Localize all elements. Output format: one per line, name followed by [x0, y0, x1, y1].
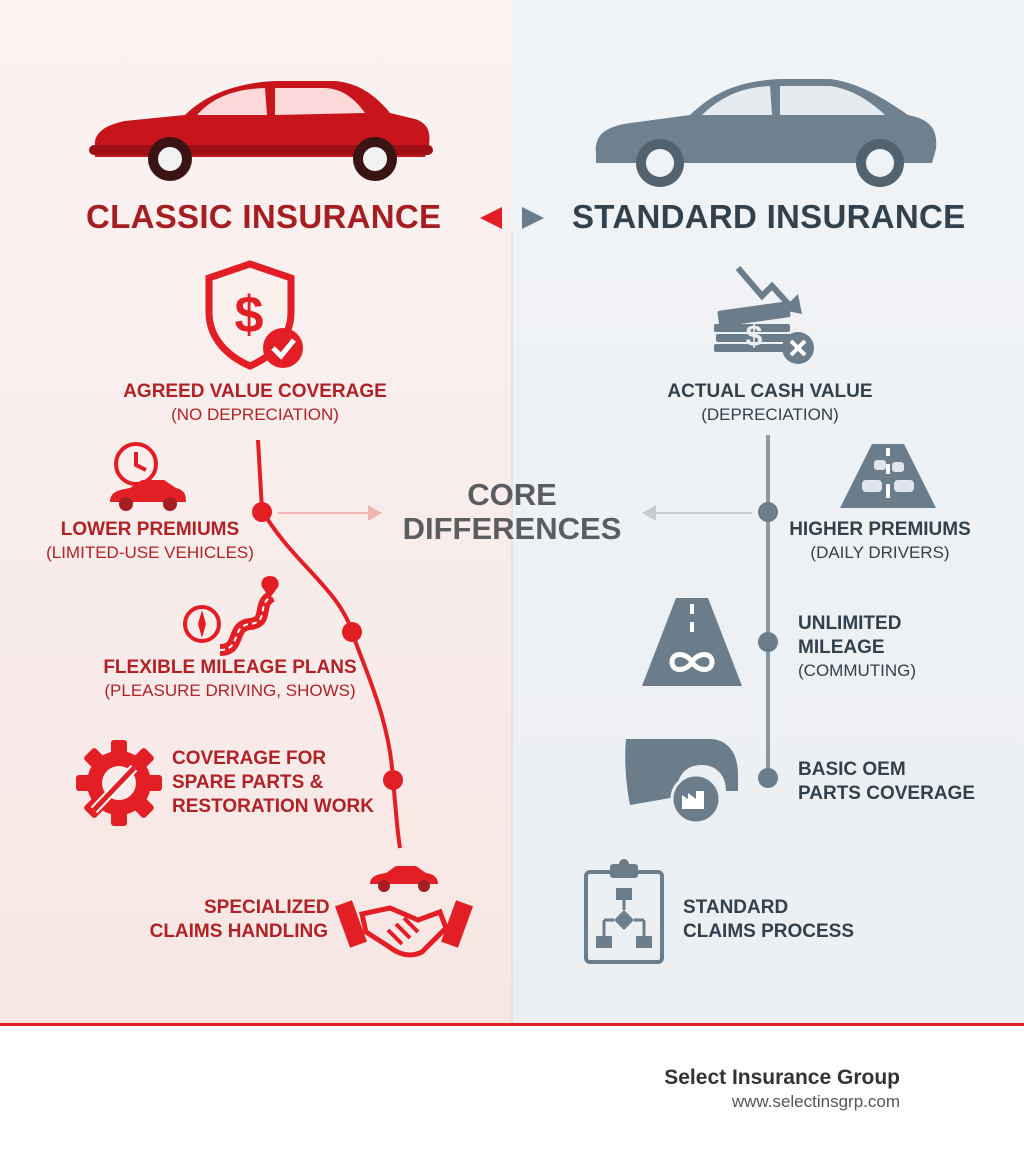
- classic-item2-sub: (LIMITED-USE VEHICLES): [46, 543, 254, 562]
- standard-item5-line1: STANDARD: [683, 897, 789, 918]
- infinity-road-icon: [642, 598, 742, 686]
- classic-node-3: [383, 770, 403, 790]
- standard-item3-line2: MILEAGE: [798, 637, 885, 658]
- clipboard-flowchart-icon: [584, 859, 664, 964]
- standard-item1-label: ACTUAL CASH VALUE: [667, 381, 873, 402]
- classic-node-1: [252, 502, 272, 522]
- classic-title: CLASSIC INSURANCE: [86, 198, 442, 235]
- shield-dollar-check-icon: $: [205, 260, 303, 370]
- car-fender-factory-icon: [625, 739, 738, 825]
- classic-node-2: [342, 622, 362, 642]
- compass-winding-road-icon: [183, 576, 279, 656]
- company-website: www.selectinsgrp.com: [731, 1092, 900, 1111]
- classic-item5-line1: SPECIALIZED: [204, 897, 330, 918]
- standard-item1-sub: (DEPRECIATION): [701, 405, 839, 424]
- falling-money-icon: $: [714, 266, 814, 364]
- classic-item4-line3: RESTORATION WORK: [172, 796, 374, 817]
- standard-node-3: [758, 768, 778, 788]
- modern-sedan-icon: [595, 79, 937, 187]
- classic-item3-sub: (PLEASURE DRIVING, SHOWS): [104, 681, 356, 700]
- standard-node-1: [758, 502, 778, 522]
- classic-timeline-curve: [256, 439, 402, 849]
- company-name: Select Insurance Group: [664, 1066, 900, 1089]
- classic-item2-label: LOWER PREMIUMS: [60, 519, 240, 540]
- left-right-arrows-icon: [480, 207, 544, 229]
- classic-item4-line1: COVERAGE FOR: [172, 748, 327, 769]
- standard-item3-line1: UNLIMITED: [798, 613, 902, 634]
- connector-lines: [252, 435, 778, 849]
- svg-text:$: $: [746, 320, 763, 353]
- highway-traffic-icon: [840, 444, 936, 508]
- classic-car-icon: [89, 81, 433, 181]
- classic-item1-sub: (NO DEPRECIATION): [171, 405, 339, 424]
- classic-core-arrow: [368, 505, 382, 521]
- center-divider: [511, 230, 513, 1025]
- footer-divider: [0, 1023, 1024, 1026]
- footer: Select Insurance Group www.selectinsgrp.…: [0, 1026, 1024, 1154]
- standard-title: STANDARD INSURANCE: [572, 198, 966, 235]
- standard-item5-line2: CLAIMS PROCESS: [683, 921, 855, 942]
- handshake-car-icon: [335, 866, 473, 958]
- standard-item4-line2: PARTS COVERAGE: [798, 783, 976, 804]
- svg-text:$: $: [235, 286, 264, 344]
- standard-item3-sub: (COMMUTING): [798, 661, 917, 680]
- classic-item3-label: FLEXIBLE MILEAGE PLANS: [103, 657, 357, 678]
- classic-item1-label: AGREED VALUE COVERAGE: [123, 381, 387, 402]
- standard-item2-sub: (DAILY DRIVERS): [810, 543, 950, 562]
- standard-core-arrow: [642, 505, 656, 521]
- classic-item5-line2: CLAIMS HANDLING: [149, 921, 328, 942]
- standard-item2-label: HIGHER PREMIUMS: [789, 519, 971, 540]
- gear-wrench-icon: [76, 740, 162, 826]
- classic-item4-line2: SPARE PARTS &: [172, 772, 324, 793]
- standard-node-2: [758, 632, 778, 652]
- standard-item4-line1: BASIC OEM: [798, 759, 906, 780]
- clock-car-icon: [110, 442, 186, 511]
- core-differences-line1: CORE: [467, 477, 557, 512]
- core-differences-line2: DIFFERENCES: [402, 511, 622, 546]
